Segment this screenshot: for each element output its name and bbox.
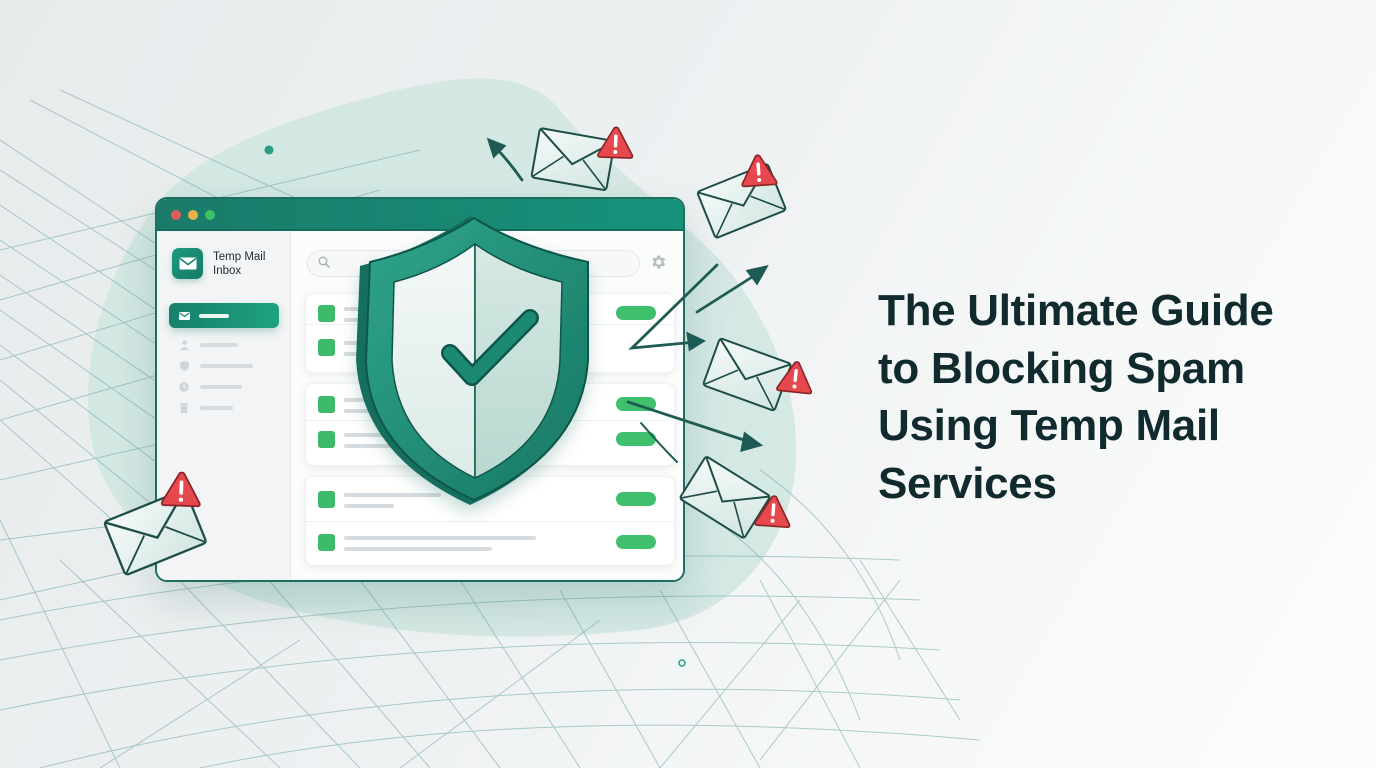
status-badge <box>616 432 656 446</box>
decor-dot <box>264 145 274 155</box>
envelope-icon <box>179 307 190 325</box>
message-avatar <box>318 491 335 508</box>
message-avatar <box>318 431 335 448</box>
brand-label: Temp Mail Inbox <box>213 250 266 277</box>
status-badge <box>616 306 656 320</box>
clock-icon <box>179 382 189 392</box>
brand: Temp Mail Inbox <box>172 248 283 279</box>
shield-check-icon <box>356 216 589 505</box>
sidebar-item-label <box>199 313 229 318</box>
shield-icon <box>179 361 189 371</box>
close-dot[interactable] <box>171 210 181 220</box>
message-preview-placeholder <box>344 504 394 508</box>
trash-icon <box>179 403 189 413</box>
status-badge <box>616 535 656 549</box>
headline-line-1: The Ultimate Guide <box>878 286 1274 335</box>
message-avatar <box>318 534 335 551</box>
sidebar: Temp Mail Inbox <box>157 231 291 580</box>
message-avatar <box>318 396 335 413</box>
sidebar-item-history[interactable] <box>179 382 242 392</box>
sidebar-item-label <box>200 385 242 389</box>
deflect-arrows <box>486 137 769 463</box>
message-row[interactable] <box>306 521 674 567</box>
sidebar-item-label <box>200 364 253 368</box>
sidebar-item-inbox[interactable] <box>169 303 279 328</box>
message-subject-placeholder <box>344 536 536 540</box>
sidebar-item-security[interactable] <box>179 361 253 371</box>
gear-icon[interactable] <box>649 253 667 276</box>
message-row[interactable] <box>306 477 674 527</box>
sidebar-item-trash[interactable] <box>179 403 233 413</box>
status-badge <box>616 492 656 506</box>
decor-dot <box>678 659 686 667</box>
headline-line-2: to Blocking Spam <box>878 343 1245 393</box>
envelope-icon <box>172 248 203 279</box>
headline: The Ultimate Guide to Blocking Spam Usin… <box>878 282 1348 512</box>
sidebar-item-profile[interactable] <box>179 340 238 350</box>
sidebar-item-label <box>200 343 238 347</box>
message-avatar <box>318 339 335 356</box>
maximize-dot[interactable] <box>205 210 215 220</box>
user-icon <box>179 340 189 350</box>
headline-line-4: Services <box>878 458 1057 508</box>
minimize-dot[interactable] <box>188 210 198 220</box>
headline-line-3: Using Temp Mail <box>878 401 1220 450</box>
window-titlebar <box>157 199 683 231</box>
message-preview-placeholder <box>344 547 492 551</box>
message-avatar <box>318 305 335 322</box>
message-subject-placeholder <box>344 493 441 497</box>
search-icon <box>318 255 330 273</box>
sidebar-item-label <box>200 406 233 410</box>
